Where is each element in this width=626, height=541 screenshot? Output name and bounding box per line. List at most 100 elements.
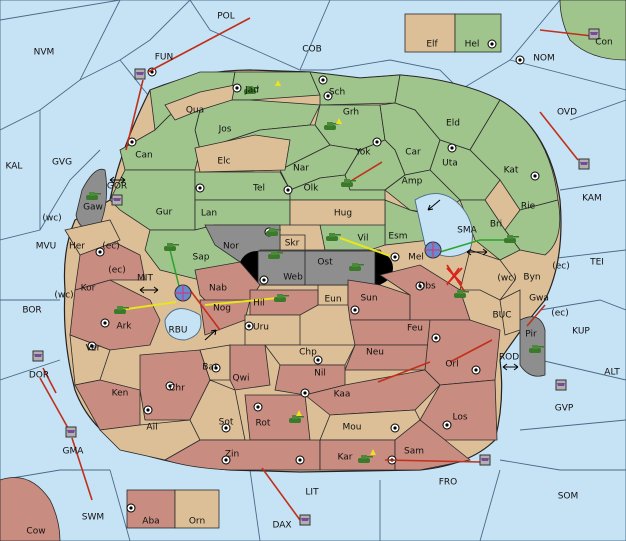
- label-pol: POL: [217, 12, 235, 22]
- label-gvg: GVG: [52, 158, 72, 168]
- label-rot: Rot: [256, 419, 271, 429]
- star-icon: [370, 449, 376, 455]
- label-cob: COB: [302, 45, 322, 55]
- sea-rbu[interactable]: [164, 308, 202, 341]
- units: [86, 86, 544, 463]
- label-rbu: RBU: [168, 326, 187, 336]
- label-gwa: Gwa: [529, 294, 549, 304]
- fleet-icon[interactable]: [479, 454, 491, 466]
- label-car: Car: [405, 148, 421, 158]
- label-con: Con: [595, 38, 613, 48]
- label-bor: BOR: [22, 306, 41, 316]
- label-los: Los: [452, 413, 467, 423]
- label-dor: DOR: [29, 371, 49, 381]
- fleet-icon[interactable]: [134, 68, 146, 80]
- label-ost: Ost: [317, 258, 333, 268]
- fleet-icon[interactable]: [65, 426, 77, 438]
- province-sot[interactable]: [189, 379, 246, 441]
- label-kat: Kat: [504, 166, 519, 176]
- label-zin: Zin: [225, 450, 239, 460]
- fleet-icon[interactable]: [299, 514, 311, 526]
- label-ail: Ail: [146, 423, 157, 433]
- province-hil[interactable]: [249, 289, 319, 316]
- tank-icon[interactable]: [114, 306, 129, 314]
- tank-icon[interactable]: [454, 290, 469, 298]
- label-byn: Byn: [523, 273, 540, 283]
- label-ec4: (ec): [551, 309, 569, 319]
- label-lit: LIT: [305, 488, 319, 498]
- label-ec2: (ec): [108, 266, 126, 276]
- province-elf[interactable]: [404, 13, 456, 53]
- label-her: Her: [69, 242, 85, 252]
- tank-icon[interactable]: [268, 251, 283, 259]
- tank-icon[interactable]: [266, 228, 281, 236]
- label-neu: Neu: [366, 348, 384, 358]
- province-ken[interactable]: [74, 379, 141, 431]
- fleet-icon[interactable]: [588, 28, 600, 40]
- province-rie[interactable]: [504, 199, 561, 256]
- label-ark: Ark: [116, 322, 132, 332]
- tank-icon[interactable]: [86, 192, 101, 200]
- label-tei: TEI: [589, 258, 604, 268]
- province-elc[interactable]: [194, 134, 291, 173]
- label-som: SOM: [558, 492, 579, 502]
- label-orl: Orl: [445, 360, 458, 370]
- province-kar[interactable]: [319, 439, 396, 471]
- fleet-icon[interactable]: [578, 158, 590, 170]
- tank-icon[interactable]: [324, 122, 339, 130]
- fleets: [32, 28, 600, 526]
- tank-icon[interactable]: [164, 243, 179, 251]
- passage-arrows: [109, 176, 519, 371]
- province-hel[interactable]: [454, 13, 502, 53]
- province-gwa[interactable]: [499, 289, 521, 336]
- label-tel: Tel: [252, 184, 265, 194]
- tank-icon[interactable]: [326, 233, 341, 241]
- tank-icon[interactable]: [341, 179, 356, 187]
- label-nar: Nar: [293, 164, 309, 174]
- label-obs: Obs: [418, 282, 436, 292]
- convoy-lines: [169, 239, 510, 291]
- tank-icon[interactable]: [244, 86, 259, 94]
- tank-icon[interactable]: [529, 345, 544, 353]
- label-dax: DAX: [272, 521, 291, 531]
- fleet-icon[interactable]: [32, 350, 44, 362]
- province-qua[interactable]: [164, 84, 236, 121]
- province-orn[interactable]: [174, 489, 220, 529]
- province-her[interactable]: [64, 219, 121, 256]
- star-icon: [275, 80, 281, 86]
- label-nor: Nor: [223, 242, 239, 252]
- province-zin[interactable]: [164, 439, 321, 471]
- label-buc: BUC: [492, 311, 511, 321]
- tank-icon[interactable]: [289, 415, 304, 423]
- label-jad: Jad: [244, 86, 259, 96]
- province-qwi[interactable]: [229, 344, 271, 391]
- label-rod: ROD: [499, 353, 519, 363]
- fleet-icon[interactable]: [555, 379, 567, 391]
- label-mvu: MVU: [36, 242, 57, 252]
- province-sam[interactable]: [394, 419, 471, 471]
- globe-icon: [424, 241, 442, 259]
- fleet-icon[interactable]: [111, 194, 123, 206]
- label-kam: KAM: [582, 194, 602, 204]
- label-vil: Vil: [358, 234, 369, 244]
- label-gma: GMA: [63, 447, 85, 457]
- province-hug[interactable]: [289, 199, 386, 226]
- label-esm: Esm: [388, 232, 407, 242]
- label-kal: KAL: [6, 162, 23, 172]
- label-olk: Olk: [304, 184, 320, 194]
- province-orl[interactable]: [424, 319, 501, 386]
- land-labels: Elf Hel Jad Sch Qua Grh Jos Eld Can Yok …: [69, 40, 549, 527]
- tank-icon[interactable]: [349, 263, 364, 271]
- tank-icon[interactable]: [358, 455, 373, 463]
- label-skr: Skr: [285, 239, 300, 249]
- label-grh: Grh: [343, 108, 359, 118]
- province-los[interactable]: [419, 379, 498, 441]
- tank-icon[interactable]: [274, 294, 289, 302]
- label-kup: KUP: [572, 327, 590, 337]
- province-cow[interactable]: [0, 477, 61, 541]
- label-kor: Kor: [81, 284, 96, 294]
- label-rie: Rie: [521, 202, 536, 212]
- tank-icon[interactable]: [504, 235, 519, 243]
- province-tel[interactable]: [194, 171, 291, 201]
